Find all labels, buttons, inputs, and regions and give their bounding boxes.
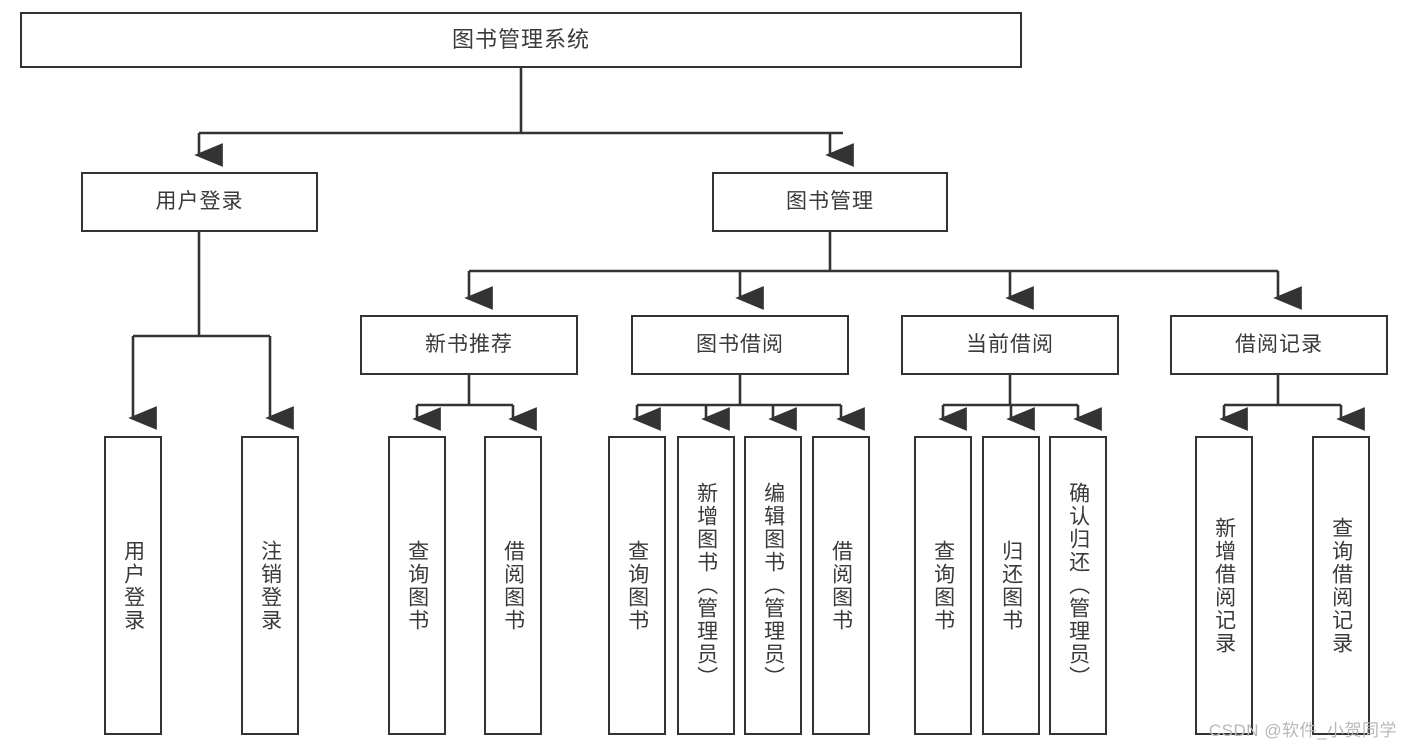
node-label: 当前借阅 bbox=[966, 332, 1054, 356]
csdn-watermark: CSDN @软件_小贺同学 bbox=[1208, 721, 1397, 740]
node-label: 注销登录 bbox=[258, 539, 282, 632]
node-label: 借阅图书 bbox=[829, 539, 853, 632]
node-borrow-record[interactable]: 借阅记录 bbox=[1170, 315, 1388, 375]
leaf-return-book[interactable]: 归还图书 bbox=[982, 436, 1040, 735]
node-label: 查询图书 bbox=[625, 539, 649, 632]
leaf-confirm-return-admin[interactable]: 确认归还（管理员） bbox=[1049, 436, 1107, 735]
leaf-add-book-admin[interactable]: 新增图书（管理员） bbox=[677, 436, 735, 735]
leaf-query-book-borrow[interactable]: 查询图书 bbox=[608, 436, 666, 735]
node-label: 编辑图书（管理员） bbox=[761, 482, 785, 689]
leaf-edit-book-admin[interactable]: 编辑图书（管理员） bbox=[744, 436, 802, 735]
node-label: 新增借阅记录 bbox=[1212, 516, 1236, 655]
leaf-borrow-book-recommend[interactable]: 借阅图书 bbox=[484, 436, 542, 735]
node-label: 用户登录 bbox=[121, 539, 145, 632]
node-label: 查询图书 bbox=[405, 539, 429, 632]
leaf-query-book-current[interactable]: 查询图书 bbox=[914, 436, 972, 735]
node-book-management[interactable]: 图书管理 bbox=[712, 172, 948, 232]
node-label: 借阅图书 bbox=[501, 539, 525, 632]
node-label: 新增图书（管理员） bbox=[694, 482, 718, 689]
node-current-borrow[interactable]: 当前借阅 bbox=[901, 315, 1119, 375]
leaf-borrow-book[interactable]: 借阅图书 bbox=[812, 436, 870, 735]
node-label: 确认归还（管理员） bbox=[1066, 482, 1090, 689]
node-label: 新书推荐 bbox=[425, 332, 513, 356]
node-label: 图书管理系统 bbox=[451, 27, 590, 53]
node-label: 借阅记录 bbox=[1235, 332, 1323, 356]
leaf-query-book-recommend[interactable]: 查询图书 bbox=[388, 436, 446, 735]
node-label: 归还图书 bbox=[999, 539, 1023, 632]
node-user-login[interactable]: 用户登录 bbox=[81, 172, 318, 232]
leaf-add-borrow-record[interactable]: 新增借阅记录 bbox=[1195, 436, 1253, 735]
leaf-query-borrow-record[interactable]: 查询借阅记录 bbox=[1312, 436, 1370, 735]
node-label: 图书管理 bbox=[786, 189, 874, 213]
node-root-library-system[interactable]: 图书管理系统 bbox=[20, 12, 1022, 68]
leaf-user-logout[interactable]: 注销登录 bbox=[241, 436, 299, 735]
node-label: 查询借阅记录 bbox=[1329, 516, 1353, 655]
node-book-borrow[interactable]: 图书借阅 bbox=[631, 315, 849, 375]
node-label: 图书借阅 bbox=[696, 332, 784, 356]
leaf-user-login[interactable]: 用户登录 bbox=[104, 436, 162, 735]
node-new-book-recommend[interactable]: 新书推荐 bbox=[360, 315, 578, 375]
node-label: 用户登录 bbox=[155, 189, 244, 213]
node-label: 查询图书 bbox=[931, 539, 955, 632]
